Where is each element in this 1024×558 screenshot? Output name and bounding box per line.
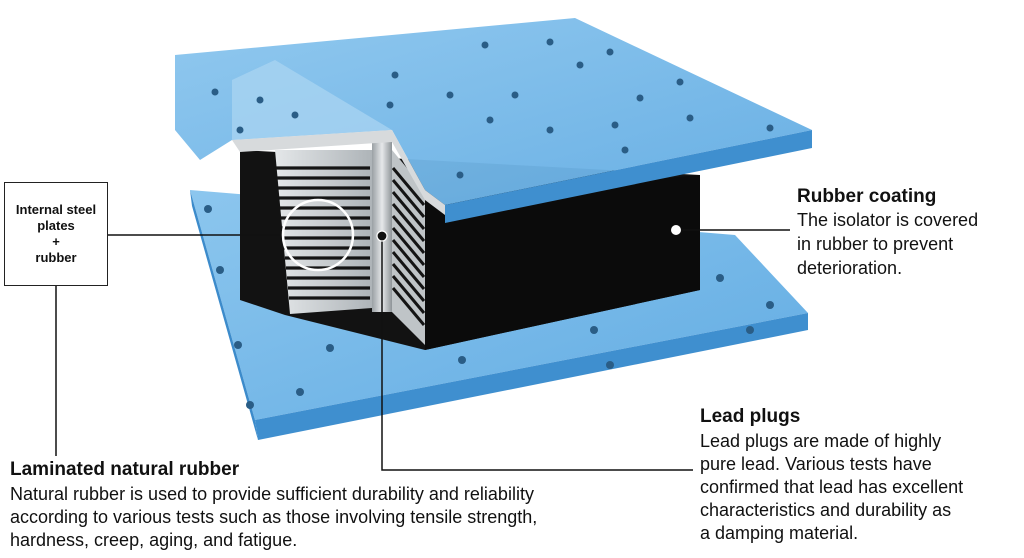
box-line-2: plates [37, 218, 75, 233]
lead-plugs-title: Lead plugs [700, 406, 801, 427]
rubber-coating-line-3: deterioration. [797, 258, 903, 278]
lead-plug [372, 140, 392, 312]
box-line-4: rubber [35, 250, 77, 265]
rubber-coating-title: Rubber coating [797, 186, 937, 207]
laminated-rubber-line-2: according to various tests such as those… [10, 507, 538, 527]
coating-marker [671, 225, 681, 235]
internal-steel-plates-label: Internal steel plates + rubber [4, 182, 108, 286]
lead-plugs-line-5: a damping material. [700, 523, 859, 543]
box-line-1: Internal steel [15, 202, 97, 217]
lead-plugs-line-2: pure lead. Various tests have [700, 454, 932, 474]
lead-plugs-line-1: Lead plugs are made of highly [700, 431, 942, 451]
top-plate [175, 18, 812, 223]
laminated-rubber-line-3: hardness, creep, aging, and fatigue. [10, 530, 298, 550]
lead-plugs-line-3: confirmed that lead has excellent [700, 477, 964, 497]
magnifier-circle [281, 198, 355, 272]
rubber-coating-line-2: in rubber to prevent [797, 234, 954, 254]
box-line-3: + [52, 234, 60, 249]
lead-plugs-line-4: characteristics and durability as [700, 500, 952, 520]
laminated-section [275, 150, 426, 345]
laminated-rubber-line-1: Natural rubber is used to provide suffic… [10, 484, 534, 504]
lead-plug-marker [376, 230, 388, 242]
laminated-rubber-title: Laminated natural rubber [10, 459, 240, 480]
rubber-coating-line-1: The isolator is covered [797, 210, 979, 230]
leader-lines [55, 229, 790, 471]
